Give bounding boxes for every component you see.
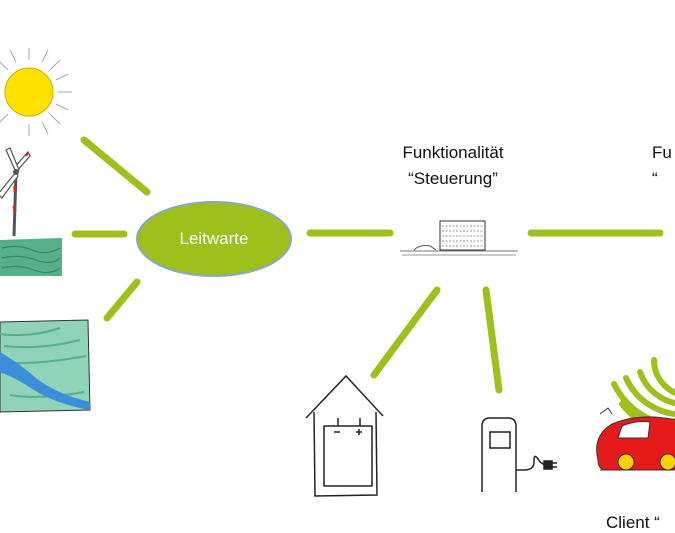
client-label: Client “ xyxy=(606,513,660,532)
connector-river xyxy=(103,278,141,322)
wind-turbine-icon xyxy=(0,147,62,276)
charging-station-icon xyxy=(481,417,557,492)
control-building-icon xyxy=(400,220,518,256)
cut-node-label-line2: “ xyxy=(652,169,658,188)
leitwarte-node xyxy=(136,201,292,277)
leitwarte-label: Leitwarte xyxy=(179,229,249,248)
cut-node-label: Fu “ xyxy=(652,140,675,192)
control-node-label-line1: Funktionalität xyxy=(402,143,504,162)
control-node-label: Funktionalität “Steuerung” xyxy=(378,140,528,192)
connector-sun xyxy=(80,136,151,196)
connectors xyxy=(71,136,664,394)
house-battery-icon xyxy=(305,374,384,497)
connector-house xyxy=(370,286,441,379)
cut-node-label-line1: Fu xyxy=(652,143,672,162)
control-node-label-line2: “Steuerung” xyxy=(408,169,498,188)
connector-charger xyxy=(482,286,503,394)
river-icon xyxy=(0,319,91,413)
car-icon xyxy=(596,407,675,471)
sun-icon xyxy=(0,48,72,136)
